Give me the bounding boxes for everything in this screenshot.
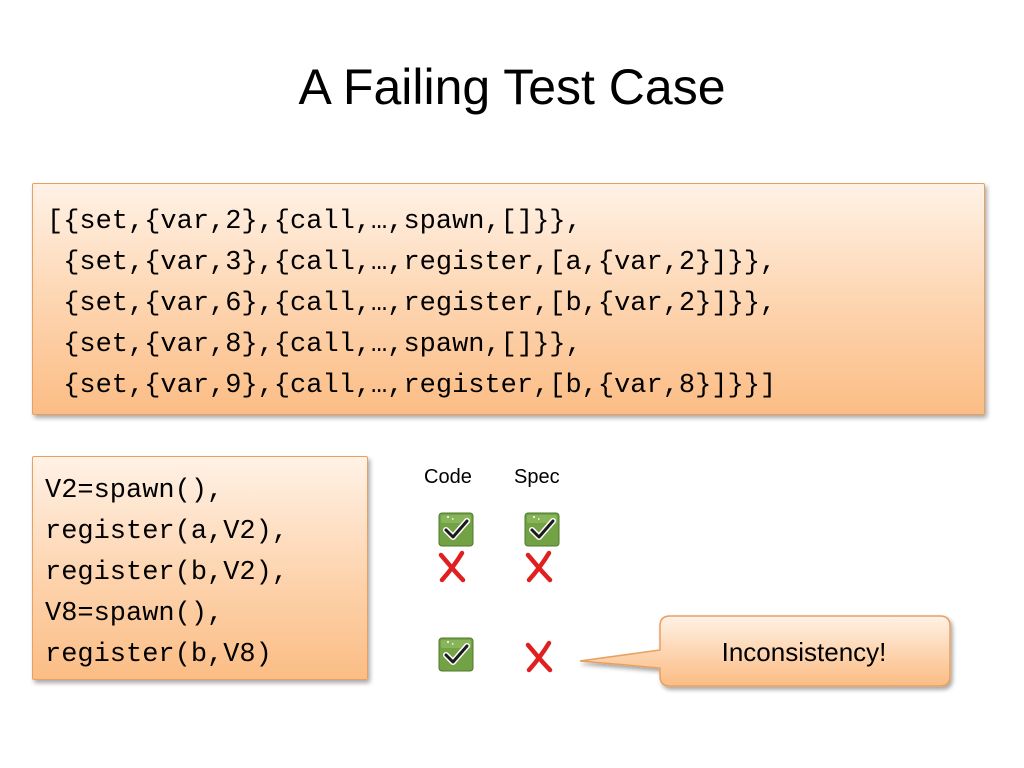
term-line: {set,{var,6},{call,…,register,[b,{var,2}…	[47, 289, 777, 319]
row3-spec-cross-icon	[521, 639, 557, 675]
row2-spec-cross-icon	[521, 549, 557, 585]
row1-spec-check-icon	[524, 511, 560, 547]
slide-title: A Failing Test Case	[298, 59, 726, 115]
row2-code-cross-icon	[434, 549, 470, 585]
program-line: register(b,V2),	[45, 558, 289, 588]
row3-code-check-icon	[438, 636, 474, 672]
program-line: V8=spawn(),	[45, 599, 224, 629]
term-line: {set,{var,3},{call,…,register,[a,{var,2}…	[47, 248, 777, 278]
test-case-term-box: [{set,{var,2},{call,…,spawn,[]}}, {set,{…	[32, 183, 985, 415]
term-line: {set,{var,9},{call,…,register,[b,{var,8}…	[47, 371, 777, 401]
program-line: V2=spawn(),	[45, 476, 224, 506]
column-header-code: Code	[424, 466, 472, 488]
row1-code-check-icon	[438, 511, 474, 547]
program-line: register(a,V2),	[45, 517, 289, 547]
column-header-spec: Spec	[514, 466, 560, 488]
term-line: {set,{var,8},{call,…,spawn,[]}},	[47, 330, 582, 360]
term-line: [{set,{var,2},{call,…,spawn,[]}},	[47, 207, 582, 237]
inconsistency-callout	[579, 615, 951, 687]
program-box: V2=spawn(), register(a,V2), register(b,V…	[32, 456, 368, 680]
callout-text: Inconsistency!	[721, 637, 887, 667]
program-line: register(b,V8)	[45, 640, 272, 670]
